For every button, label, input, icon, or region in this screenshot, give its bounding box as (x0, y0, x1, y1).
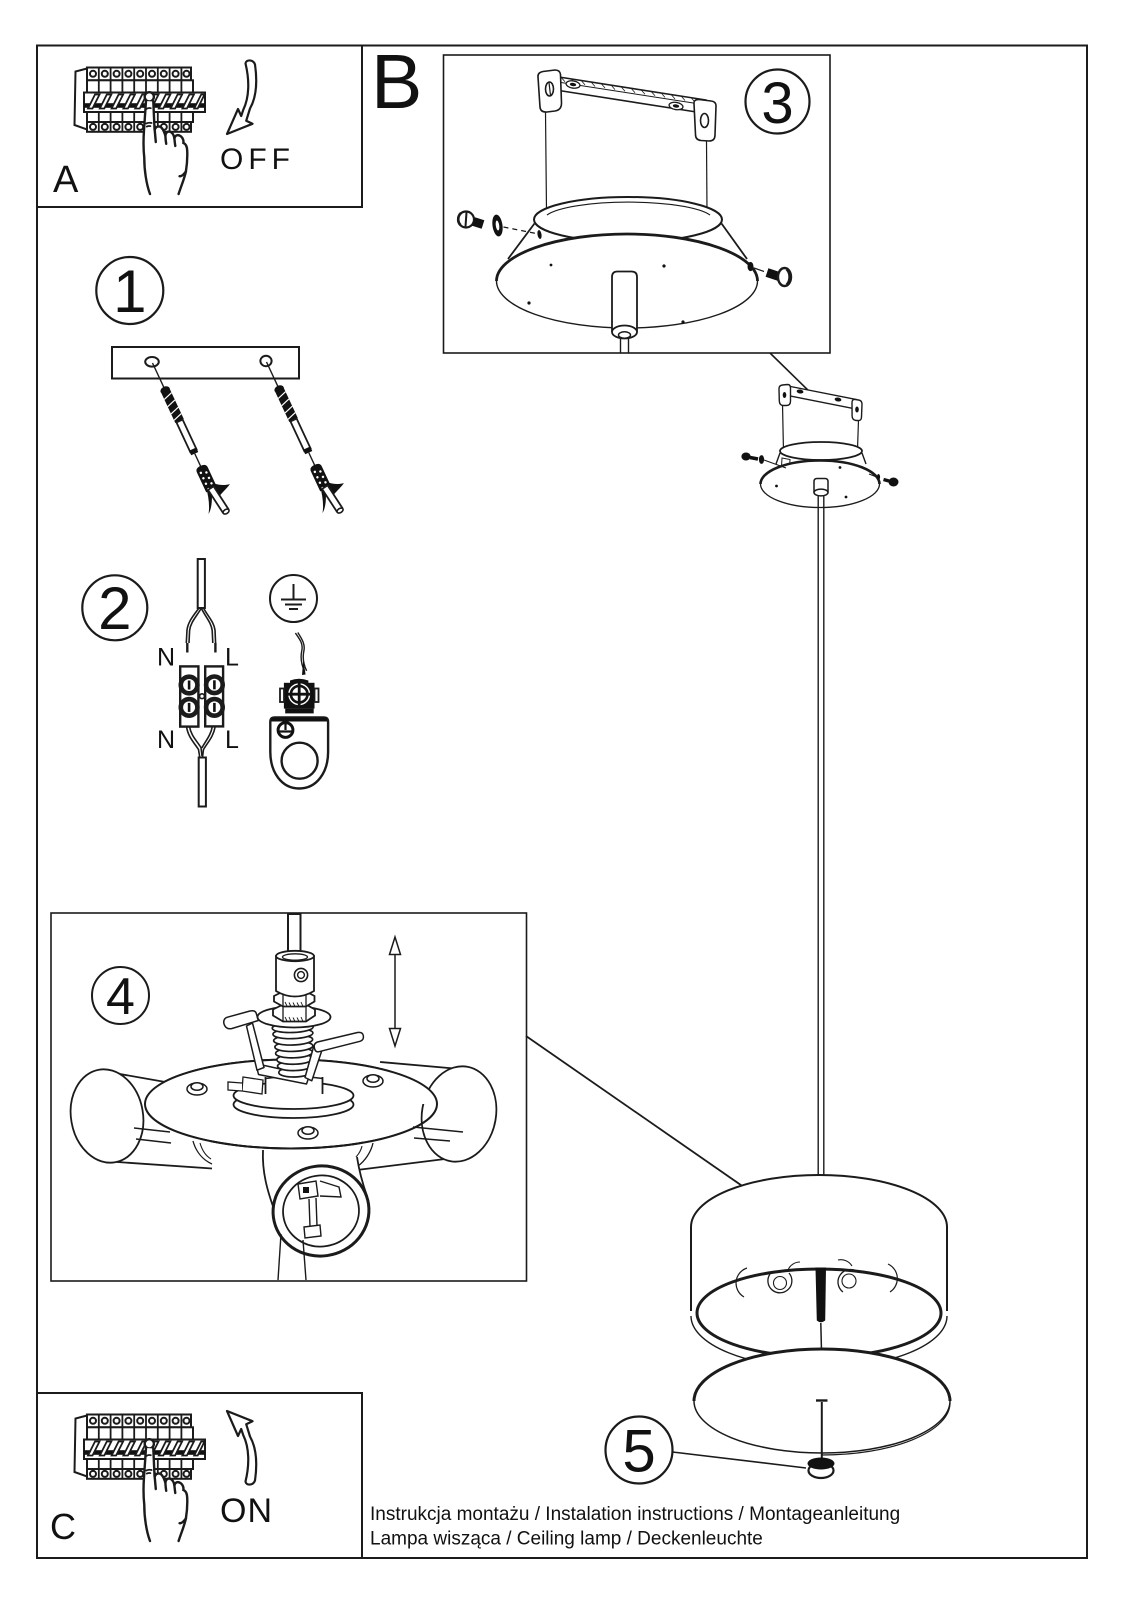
svg-text:3: 3 (761, 71, 793, 136)
svg-text:L: L (225, 644, 239, 672)
svg-text:A: A (53, 159, 79, 201)
svg-text:ON: ON (220, 1492, 273, 1530)
svg-text:5: 5 (622, 1418, 655, 1485)
svg-text:1: 1 (113, 258, 146, 325)
svg-text:C: C (50, 1506, 76, 1547)
svg-text:Instrukcja montażu / Instalati: Instrukcja montażu / Instalation instruc… (370, 1504, 900, 1525)
svg-text:2: 2 (98, 575, 131, 642)
svg-text:N: N (157, 726, 175, 754)
svg-text:OFF: OFF (220, 143, 295, 176)
svg-text:L: L (225, 726, 239, 754)
svg-text:4: 4 (106, 968, 135, 1026)
svg-text:N: N (157, 644, 175, 672)
svg-text:Lampa wisząca / Ceiling lamp /: Lampa wisząca / Ceiling lamp / Deckenleu… (370, 1529, 763, 1550)
svg-text:B: B (371, 39, 422, 125)
